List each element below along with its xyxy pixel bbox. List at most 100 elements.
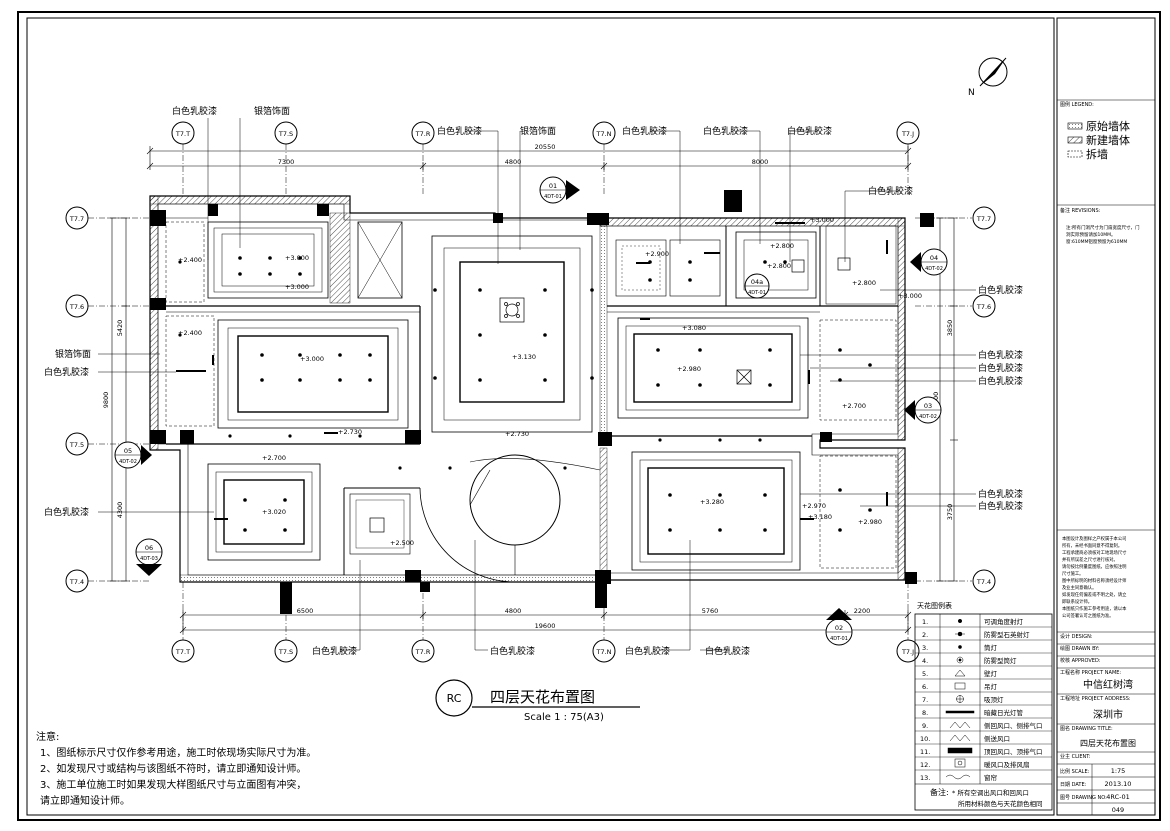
legend-row-label: 防雾型筒灯 [984,656,1017,665]
bottom-dim-seg-2: 4800 [505,607,522,615]
top-dimensions [146,146,912,170]
side-legend-item-2: 新建墙体 [1086,133,1130,147]
grid-bubble-bottom-3: T7.R [415,648,431,656]
height-label: +3.000 [810,216,834,224]
side-drawing-no-label: 图号 DRAWING NO: [1060,795,1107,801]
side-drawing-title-label: 图名 DRAWING TITLE: [1060,725,1113,732]
legend-row-label: 侧回风口、侧排气口 [984,721,1043,730]
notes-line-4: 请立即通知设计师。 [40,794,130,807]
side-dimensions [108,217,958,582]
grid-bubble-bottom-2: T7.S [278,648,293,656]
grid-bubble-left-2: T7.6 [69,303,84,311]
legend-row-label: 吊灯 [984,682,998,691]
side-title-block: 图例 LEGEND: 原始墙体 新建墙体 拆墙 备注 REVISIONS: 注:… [1057,99,1155,815]
left-dim-3: 4300 [116,502,124,519]
grid-bubble-right-3: T7.4 [976,578,991,586]
legend-row-label: 窗帘 [984,773,998,782]
callout-silver-foil: 银箔饰面 [520,125,556,137]
bottom-dim-seg-3: 5760 [702,607,719,615]
legend-row-num: 6. [922,683,928,691]
side-note-line: 图中所标明的材料名称须经设计师 [1062,577,1127,584]
grid-bubble-bottom-5: T7.J [901,648,914,656]
callout-white-latex: 白色乳胶漆 [978,284,1023,296]
north-compass-icon: N [968,57,1008,98]
left-dim-2: 9800 [102,392,110,409]
top-grid-bubbles: T7.T T7.S T7.R T7.N T7.J [171,121,920,195]
height-label: +2.500 [390,539,414,547]
callout-white-latex: 白色乳胶漆 [44,366,89,378]
section-markers: 01 4DT-01 02 4DT-01 03 4DT-02 04 4DT-02 … [114,176,948,646]
side-revisions-header: 备注 REVISIONS: [1060,207,1101,214]
top-dim-seg-1: 7300 [278,158,295,166]
section-marker-04: 04 4DT-02 [910,248,948,276]
section-04a-num: 04a [751,278,763,286]
bottom-dim-seg-1: 6500 [297,607,314,615]
legend-row-label: 顶回风口、顶排气口 [984,747,1043,756]
side-drawing-title: 四层天花布置图 [1080,738,1136,748]
outer-frame [17,11,1161,821]
title-badge: RC [447,692,462,705]
side-note-line: 即联系设计师。 [1062,598,1092,605]
inner-frame [26,17,1055,816]
light-fixture-icons [178,256,872,532]
callout-white-latex: 白色乳胶漆 [490,645,535,657]
side-notes: 本图设计及图样之产权属于本公司 所有，未经书面同意不得复制。 工程承建商必须核对… [1062,535,1127,619]
legend-row-label: 侧送风口 [984,734,1010,743]
height-label: +3.280 [700,498,724,506]
drawing-title-block: RC 四层天花布置图 Scale 1 : 75(A3) [435,679,640,723]
side-checked-label: 校核 APPROVED: [1060,657,1101,664]
height-label: +2.900 [645,250,669,258]
height-label: +2.980 [677,365,701,373]
callout-white-latex: 白色乳胶漆 [787,125,832,137]
section-marker-04a: 04a 4DT-01 [744,273,770,299]
height-label: +3.020 [262,508,286,516]
side-note-line: 及业主同意确认。 [1062,584,1096,591]
height-label: +3.130 [512,353,536,361]
notes-line-3: 3、施工单位施工时如果发现大样图纸尺寸与立面图有冲突， [40,778,306,791]
side-revisions-line-3: 窗:610MM铝窗预留为610MM [1066,238,1127,245]
legend-row-num: 13. [920,774,930,782]
grid-bubble-top-1: T7.T [175,130,190,138]
drawing-title: 四层天花布置图 [490,688,595,706]
legend-row-num: 2. [922,631,928,639]
side-address-label: 工程地址 PROJECT ADDRESS: [1060,695,1131,702]
section-marker-05: 05 4DT-02 [114,441,152,469]
height-label: +3.000 [285,283,309,291]
section-05-num: 05 [124,447,132,455]
legend-row-num: 12. [920,761,930,769]
side-panel-frame [1056,17,1156,816]
side-scale-label: 比例 SCALE: [1060,768,1090,775]
right-dim-3: 3750 [946,504,954,521]
section-04-ref: 4DT-02 [925,266,943,272]
legend-row-num: 7. [922,696,928,704]
chandelier-icons [369,257,851,533]
legend-row-num: 9. [922,722,928,730]
callout-silver-foil: 银箔饰面 [254,105,290,117]
legend-row-num: 3. [922,644,928,652]
section-04a-ref: 4DT-01 [748,290,766,296]
side-note-line: 公司签署认可之图纸为准。 [1062,612,1114,619]
section-02-ref: 4DT-01 [830,636,848,642]
bottom-dim-seg-4: 2200 [854,607,871,615]
drawing-scale: Scale 1 : 75(A3) [524,712,604,723]
legend-symbol-icons [945,618,975,780]
side-legend-item-3: 拆墙 [1086,147,1108,161]
notes-line-1: 1、图纸标示尺寸仅作参考用途，施工时依现场实际尺寸为准。 [40,746,316,759]
bottom-grid-bubbles: T7.T T7.S T7.R T7.N T7.J [171,582,920,663]
height-label: +2.700 [842,402,866,410]
side-project-label: 工程名称 PROJECT NAME: [1060,669,1121,676]
side-revisions-line-2: 洞实际预留请加10MM。 [1066,231,1116,238]
height-label: +2.800 [770,242,794,250]
grid-bubble-top-4: T7.N [595,130,611,138]
grid-bubble-top-2: T7.S [278,130,293,138]
side-revisions-line-1: 注:所有门洞尺寸为门扇宽度尺寸，门 [1066,224,1140,231]
callout-white-latex: 白色乳胶漆 [312,645,357,657]
side-note-line: 本图设计及图样之产权属于本公司 [1062,535,1126,542]
height-label: +2.730 [338,428,362,436]
legend-remark-line-2: 所用材料颜色与天花颜色相同 [958,799,1043,808]
legend-row-label: 暗藏日光灯管 [984,708,1024,717]
side-note-line: 工程承建商必须核对工地现场尺寸 [1062,549,1127,556]
side-note-line: 请勿按比例量度图纸，应依照注明 [1062,563,1126,570]
callout-white-latex: 白色乳胶漆 [437,125,482,137]
